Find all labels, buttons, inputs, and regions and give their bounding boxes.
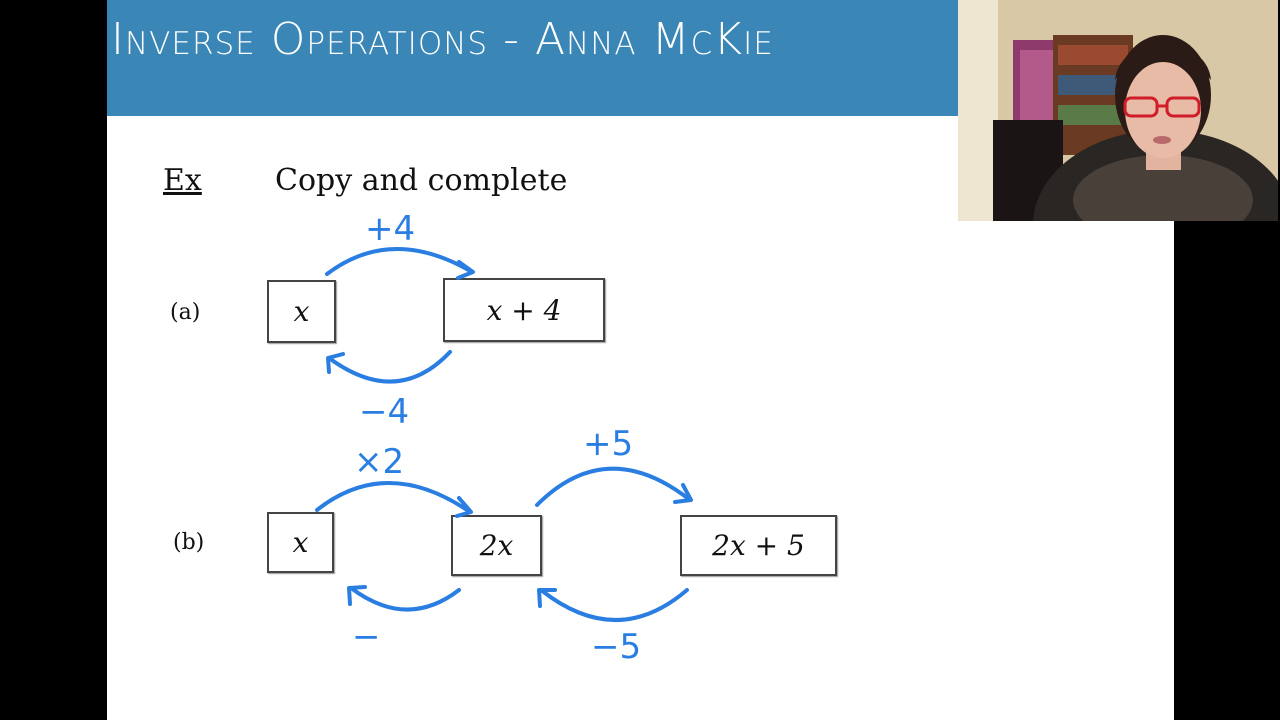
part-a-inverse-arrow bbox=[327, 350, 452, 384]
part-a-box-2-text: x + 4 bbox=[486, 293, 562, 327]
part-b-forward-op-label-1: ×2 bbox=[354, 442, 404, 482]
part-b-inverse-arrow-2 bbox=[539, 588, 689, 622]
part-a-box-1-text: x bbox=[293, 295, 310, 328]
part-b-label: (b) bbox=[173, 530, 205, 555]
part-b-forward-arrowhead-1 bbox=[455, 496, 473, 518]
part-b-box-1: x bbox=[267, 512, 334, 573]
part-b-inverse-op-label-2: −5 bbox=[591, 627, 641, 667]
part-b-box-3-text: 2x + 5 bbox=[712, 529, 805, 562]
part-b-box-2: 2x bbox=[451, 515, 542, 576]
part-b-forward-op-label-2: +5 bbox=[583, 424, 633, 464]
title-banner: Inverse Operations - Anna McKie bbox=[107, 0, 958, 116]
instruction-text: Copy and complete bbox=[275, 163, 568, 198]
part-a-forward-arrow bbox=[325, 247, 474, 276]
part-b-inverse-arrowhead-1 bbox=[347, 585, 367, 606]
part-a-forward-op-label: +4 bbox=[365, 209, 415, 249]
presenter-video-image bbox=[958, 0, 1278, 221]
part-a-forward-arrowhead bbox=[456, 260, 475, 280]
part-b-forward-arrowhead-2 bbox=[673, 483, 693, 504]
part-b-forward-arrow-2 bbox=[535, 466, 692, 507]
part-a-box-2: x + 4 bbox=[443, 278, 605, 342]
part-b-inverse-arrowhead-2 bbox=[537, 588, 557, 608]
part-b-box-1-text: x bbox=[292, 526, 309, 559]
part-a-inverse-op-label: −4 bbox=[359, 392, 409, 432]
part-a-label: (a) bbox=[170, 300, 201, 325]
example-label: Ex bbox=[163, 163, 202, 198]
part-b-forward-arrow-1 bbox=[315, 481, 472, 514]
part-a-box-1: x bbox=[267, 280, 336, 343]
webcam-video bbox=[958, 0, 1278, 221]
part-b-inverse-op-label-1: − bbox=[352, 617, 381, 657]
slide-title: Inverse Operations - Anna McKie bbox=[111, 14, 774, 65]
part-b-box-2-text: 2x bbox=[479, 529, 514, 562]
part-a-inverse-arrowhead bbox=[326, 352, 345, 374]
part-b-inverse-arrow-1 bbox=[349, 586, 461, 612]
part-b-box-3: 2x + 5 bbox=[680, 515, 837, 576]
